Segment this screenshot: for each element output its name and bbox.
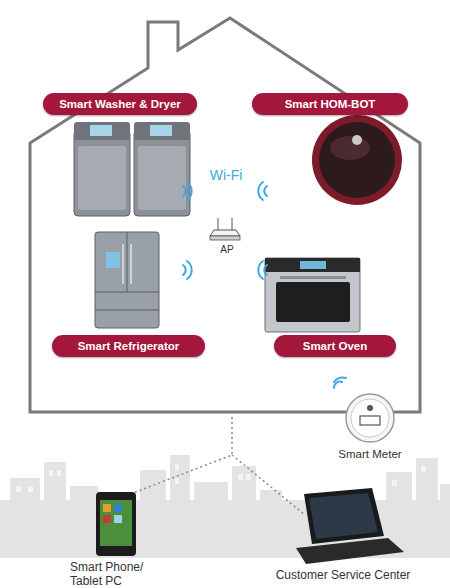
smartphone-illustration: [96, 492, 136, 556]
device-badge: Smart Oven: [274, 335, 396, 357]
badge-text: Smart Washer & Dryer: [59, 98, 181, 110]
device-badge: Smart HOM-BOT: [252, 93, 408, 115]
meter-outline: [330, 392, 410, 444]
caption-label: Customer Service Center: [250, 568, 436, 582]
washer-dryer-illustration: [74, 122, 190, 216]
refrigerator-illustration: [95, 232, 159, 328]
laptop-illustration: [296, 488, 404, 564]
caption-label: Wi-Fi: [196, 168, 256, 182]
access-point-icon: [210, 218, 240, 240]
caption-label: Smart Phone/ Tablet PC: [70, 560, 152, 588]
badge-text: Smart Refrigerator: [78, 340, 180, 352]
network-dotted-line: [120, 412, 305, 515]
hom-bot-illustration: [312, 115, 402, 205]
wifi-signal-symbols: [183, 182, 346, 388]
badge-text: Smart HOM-BOT: [285, 98, 376, 110]
building-windows: [16, 464, 426, 492]
house-outline: [30, 18, 420, 412]
meter-label: Smart Meter: [330, 448, 410, 460]
device-badge: Smart Washer & Dryer: [43, 93, 197, 115]
smart-meter: Smart Meter: [330, 392, 410, 466]
badge-text: Smart Oven: [303, 340, 368, 352]
oven-illustration: [265, 258, 360, 332]
device-badge: Smart Refrigerator: [52, 335, 205, 357]
caption-label: AP: [210, 243, 244, 257]
